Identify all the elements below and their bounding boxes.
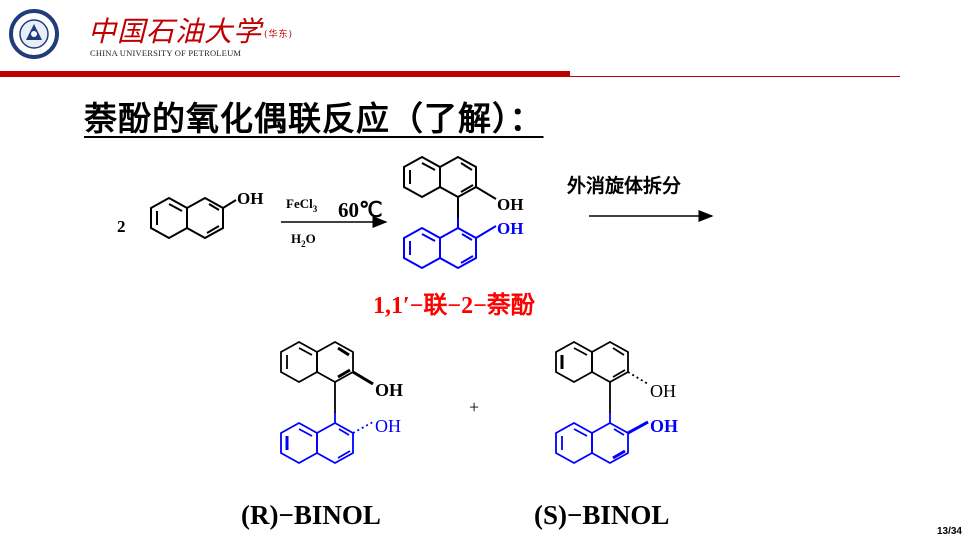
binol-product-bottom [403,218,497,270]
naphthol-reactant [150,196,237,240]
temperature-label: 60℃ [338,198,383,222]
r-binol-oh-bottom: OH [375,416,401,436]
resolution-label: 外消旋体拆分 [567,174,681,197]
university-name-cn-text: 中国石油大学 [88,15,263,48]
university-name-en: CHINA UNIVERSITY OF PETROLEUM [90,48,242,58]
product-oh-bottom: OH [497,219,523,238]
header-rule-thin [0,76,900,77]
s-binol-top [555,340,649,413]
r-binol-oh-top: OH [375,380,403,400]
reactant-coefficient: 2 [117,217,126,236]
s-binol-oh-bottom: OH [650,416,678,436]
s-binol-oh-top: OH [650,381,676,401]
product-oh-top: OH [497,195,523,214]
university-logo [9,9,59,59]
page-number: 13/34 [936,526,962,537]
r-binol-top [280,340,374,413]
r-binol-bottom [280,413,374,465]
solvent-label: H2O [291,231,316,249]
header-rule-thick [0,71,570,76]
university-name-cn: 中国石油大学(华东) [88,10,293,50]
campus-label: (华东) [264,30,294,40]
s-binol-label: (S)−BINOL [534,500,669,530]
plus-sign: + [469,397,479,417]
slide-title: 萘酚的氧化偶联反应（了解）： [84,99,544,138]
binol-product-top [403,155,497,218]
product-name: 1,1′−联−2−萘酚 [373,292,536,319]
reactant-oh: OH [237,189,263,208]
r-binol-label: (R)−BINOL [241,500,381,530]
reagent-label: FeCl3 [286,196,318,214]
s-binol-bottom [555,413,649,465]
